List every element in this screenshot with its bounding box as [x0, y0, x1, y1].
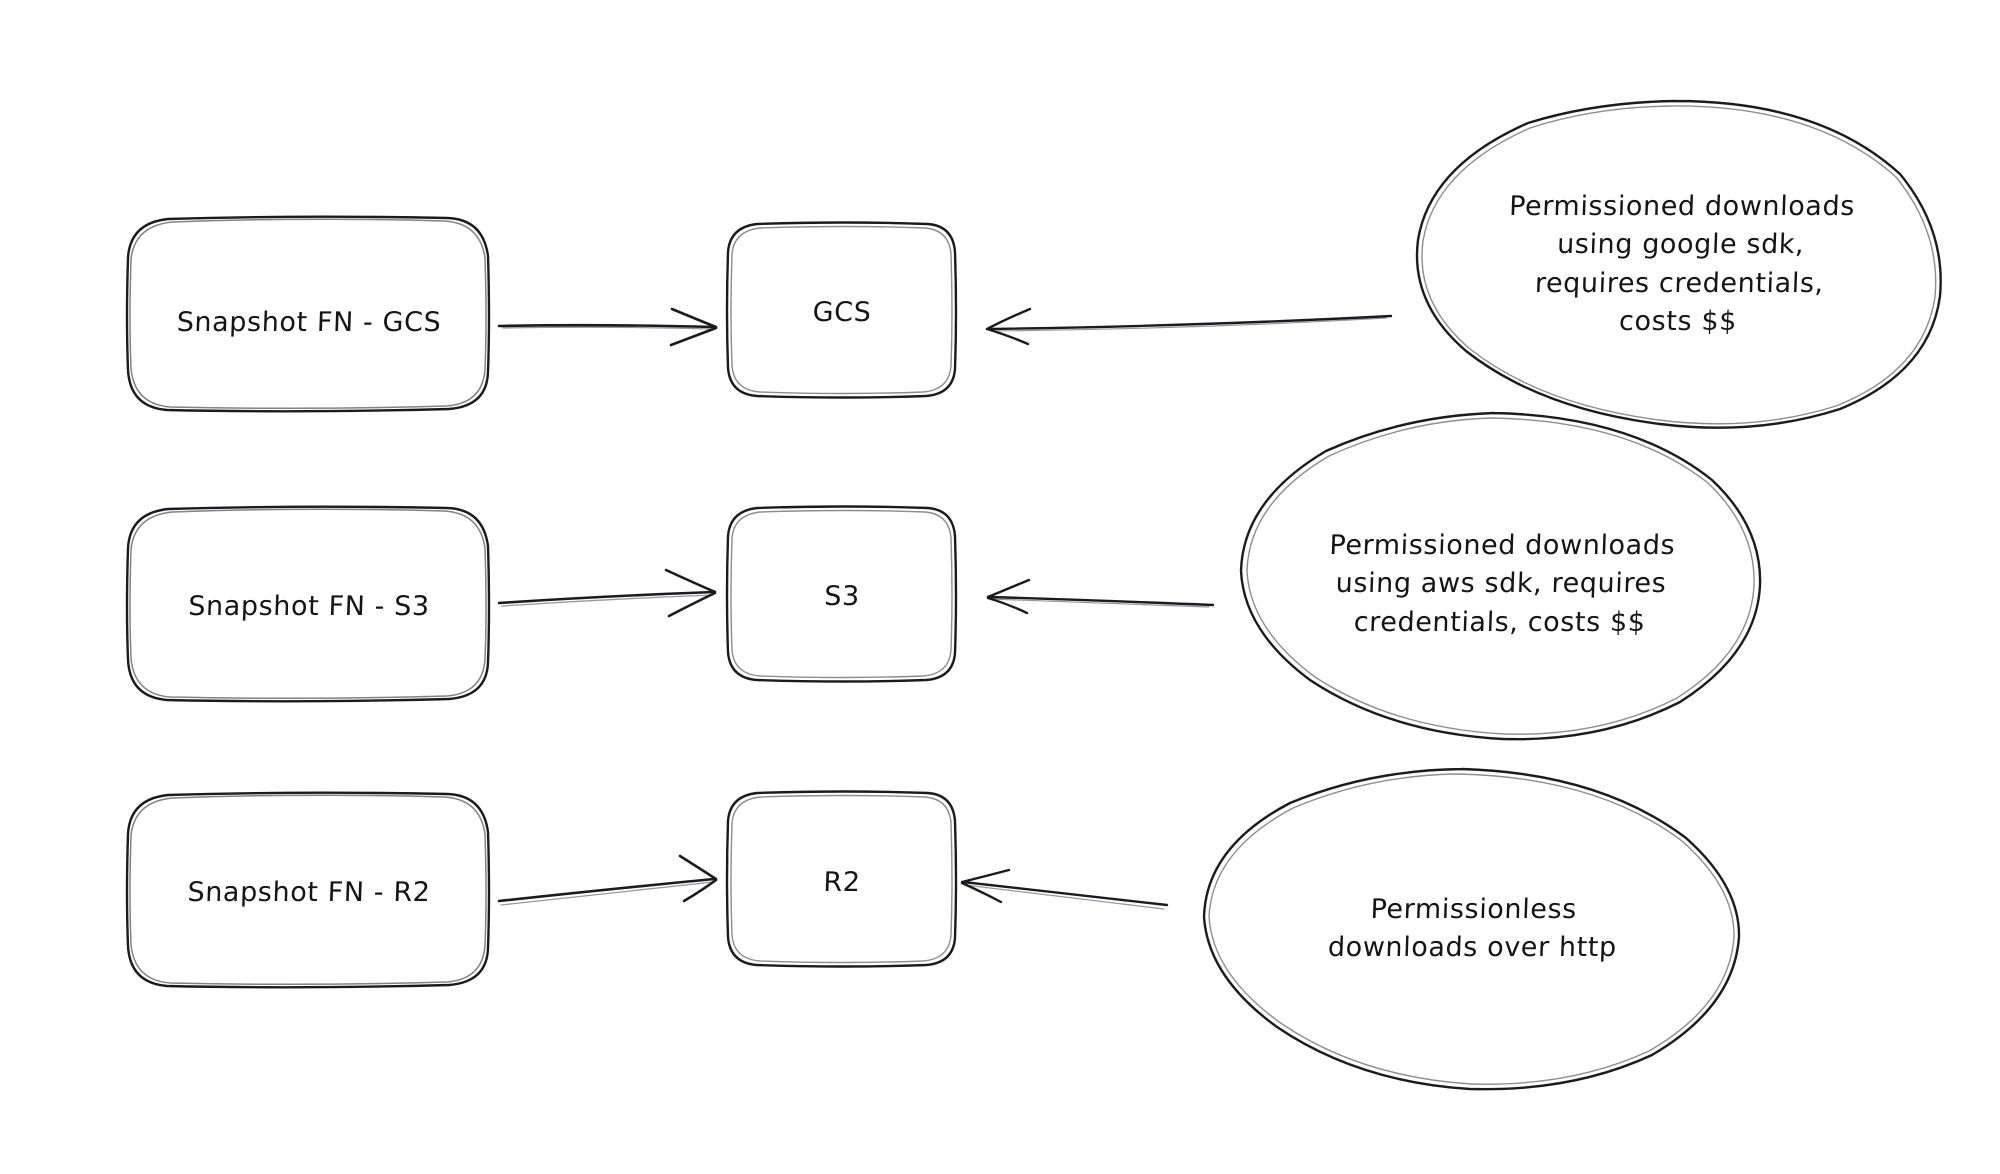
node-s3-shape[interactable]: [725, 505, 958, 683]
arrow-note-gcs-to-gcs: [985, 307, 1393, 346]
arrow-snapshot-s3-to-s3: [497, 568, 717, 618]
node-snapshot-fn-s3-shape[interactable]: [125, 505, 491, 703]
node-snapshot-fn-gcs-shape[interactable]: [125, 215, 491, 413]
arrow-snapshot-r2-to-r2: [497, 854, 718, 906]
note-s3-shape[interactable]: [1239, 411, 1762, 741]
arrow-note-r2-to-r2: [960, 868, 1169, 910]
note-r2-shape[interactable]: [1202, 767, 1741, 1091]
arrow-snapshot-gcs-to-gcs: [497, 307, 718, 347]
node-snapshot-fn-r2-shape[interactable]: [125, 791, 491, 989]
note-gcs-shape[interactable]: [1415, 99, 1942, 429]
arrow-note-s3-to-s3: [986, 578, 1215, 615]
node-gcs-shape[interactable]: [725, 221, 958, 399]
node-r2-shape[interactable]: [725, 790, 958, 968]
